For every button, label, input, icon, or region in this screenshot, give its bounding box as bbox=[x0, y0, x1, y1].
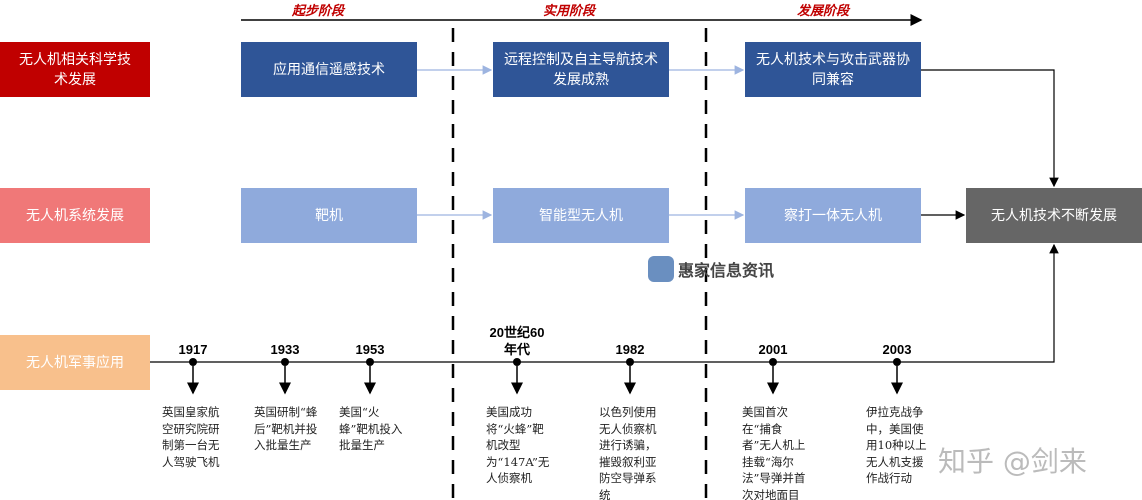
timeline-year: 1982 bbox=[615, 342, 645, 357]
system-box: 智能型无人机 bbox=[493, 188, 669, 243]
timeline-description: 美国成功将“火蜂”靶机改型为“147A”无人侦察机 bbox=[486, 405, 550, 485]
timeline-dot bbox=[893, 358, 901, 366]
timeline-dot bbox=[513, 358, 521, 366]
timeline-dot bbox=[626, 358, 634, 366]
row-label-system: 无人机系统发展 bbox=[0, 188, 150, 243]
system-box: 察打一体无人机 bbox=[745, 188, 921, 243]
stage-label: 起步阶段 bbox=[292, 4, 345, 19]
timeline-dot bbox=[366, 358, 374, 366]
timeline-description: 伊拉克战争中，美国使用10种以上无人机支援作战行动 bbox=[866, 405, 927, 485]
timeline-year: 2003 bbox=[882, 342, 912, 357]
timeline-description: 英国研制“蜂后”靶机并投入批量生产 bbox=[254, 405, 318, 452]
timeline-dot bbox=[769, 358, 777, 366]
timeline-year: 2001 bbox=[758, 342, 788, 357]
timeline-description: 美国首次在“捕食者”无人机上挂载“海尔法”导弹并首次对地面目标实施打击 bbox=[742, 405, 806, 500]
timeline-year: 1933 bbox=[270, 342, 300, 357]
timeline-year: 1917 bbox=[178, 342, 208, 357]
timeline-description: 美国“火蜂”靶机投入批量生产 bbox=[339, 405, 403, 452]
watermark: 知乎 @剑来 bbox=[938, 445, 1087, 478]
stage-label: 实用阶段 bbox=[543, 4, 596, 19]
timeline-description: 英国皇家航空研究院研制第一台无人驾驶飞机 bbox=[162, 405, 220, 469]
timeline-dot bbox=[281, 358, 289, 366]
tech-box: 无人机技术与攻击武器协同兼容 bbox=[745, 42, 921, 97]
logo-icon bbox=[648, 256, 674, 282]
tech-box: 应用通信遥感技术 bbox=[241, 42, 417, 97]
watermark: 惠家信息资讯 bbox=[648, 256, 774, 282]
system-box: 靶机 bbox=[241, 188, 417, 243]
final-box: 无人机技术不断发展 bbox=[966, 188, 1142, 243]
stage-label: 发展阶段 bbox=[797, 4, 850, 19]
timeline-year: 20世纪60年代 bbox=[489, 325, 545, 357]
timeline-description: 以色列使用无人侦察机进行诱骗，摧毁叙利亚防空导弹系统 bbox=[599, 405, 657, 500]
timeline-year: 1953 bbox=[355, 342, 385, 357]
timeline-axis bbox=[150, 243, 1059, 363]
timeline-dot bbox=[189, 358, 197, 366]
tech-box: 远程控制及自主导航技术发展成熟 bbox=[493, 42, 669, 97]
row-label-tech: 无人机相关科学技术发展 bbox=[0, 42, 150, 97]
row-label-military: 无人机军事应用 bbox=[0, 335, 150, 390]
